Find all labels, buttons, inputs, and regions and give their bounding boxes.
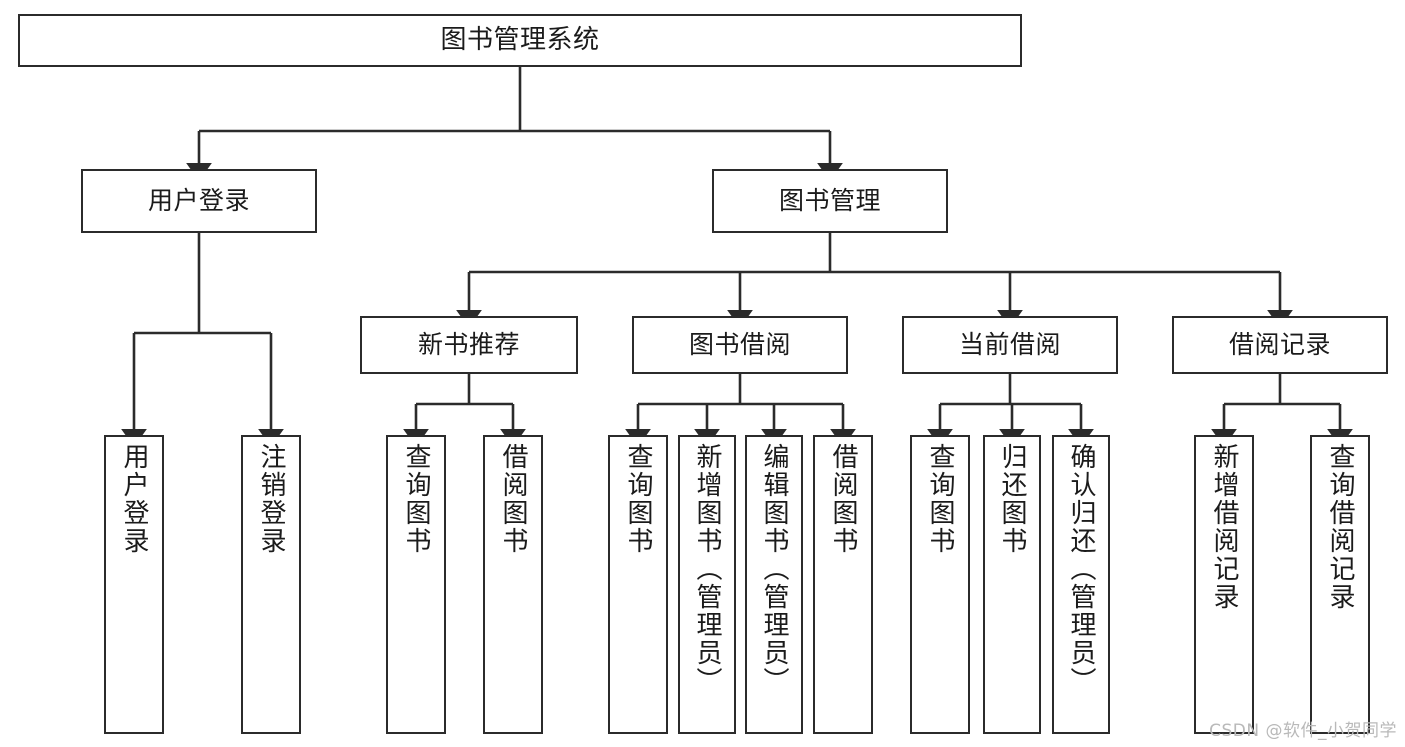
node-borrow-record[interactable]: 借阅记录: [1172, 316, 1388, 374]
node-label-leaf-br-query: 查询借阅记录: [1325, 443, 1355, 611]
node-current-borrow[interactable]: 当前借阅: [902, 316, 1118, 374]
node-label-leaf-bb-edit: 编辑图书（管理员）: [759, 443, 789, 695]
node-leaf-cb-confirm[interactable]: 确认归还（管理员）: [1052, 435, 1110, 734]
node-root[interactable]: 图书管理系统: [18, 14, 1022, 67]
node-leaf-logout[interactable]: 注销登录: [241, 435, 301, 734]
csdn-watermark: CSDN @软件_小贺同学: [1209, 721, 1397, 741]
node-user-login[interactable]: 用户登录: [81, 169, 317, 233]
node-label-leaf-cb-return: 归还图书: [997, 443, 1027, 555]
node-leaf-cb-return[interactable]: 归还图书: [983, 435, 1041, 734]
node-label-leaf-cb-confirm: 确认归还（管理员）: [1066, 443, 1096, 695]
node-leaf-br-add[interactable]: 新增借阅记录: [1194, 435, 1254, 734]
node-label-leaf-logout: 注销登录: [256, 443, 286, 555]
node-leaf-cb-query[interactable]: 查询图书: [910, 435, 970, 734]
node-leaf-bb-borrow[interactable]: 借阅图书: [813, 435, 873, 734]
node-label-book-borrow: 图书借阅: [688, 329, 791, 359]
node-label-borrow-record: 借阅记录: [1228, 329, 1331, 359]
node-label-current-borrow: 当前借阅: [958, 329, 1061, 359]
node-leaf-user-login[interactable]: 用户登录: [104, 435, 164, 734]
node-label-leaf-rec-borrow: 借阅图书: [498, 443, 528, 555]
node-label-user-login: 用户登录: [147, 185, 250, 215]
node-label-leaf-br-add: 新增借阅记录: [1209, 443, 1239, 611]
node-leaf-br-query[interactable]: 查询借阅记录: [1310, 435, 1370, 734]
node-book-manage[interactable]: 图书管理: [712, 169, 948, 233]
node-label-leaf-rec-query: 查询图书: [401, 443, 431, 555]
node-label-leaf-cb-query: 查询图书: [925, 443, 955, 555]
node-label-leaf-bb-add: 新增图书（管理员）: [692, 443, 722, 695]
node-leaf-rec-borrow[interactable]: 借阅图书: [483, 435, 543, 734]
node-new-book-rec[interactable]: 新书推荐: [360, 316, 578, 374]
node-leaf-bb-edit[interactable]: 编辑图书（管理员）: [745, 435, 803, 734]
node-label-new-book-rec: 新书推荐: [417, 329, 520, 359]
node-label-root: 图书管理系统: [440, 24, 600, 55]
node-label-leaf-user-login: 用户登录: [119, 443, 149, 555]
node-label-book-manage: 图书管理: [778, 185, 881, 215]
node-book-borrow[interactable]: 图书借阅: [632, 316, 848, 374]
node-label-leaf-bb-borrow: 借阅图书: [828, 443, 858, 555]
node-label-leaf-bb-query: 查询图书: [623, 443, 653, 555]
node-leaf-rec-query[interactable]: 查询图书: [386, 435, 446, 734]
node-leaf-bb-query[interactable]: 查询图书: [608, 435, 668, 734]
node-leaf-bb-add[interactable]: 新增图书（管理员）: [678, 435, 736, 734]
